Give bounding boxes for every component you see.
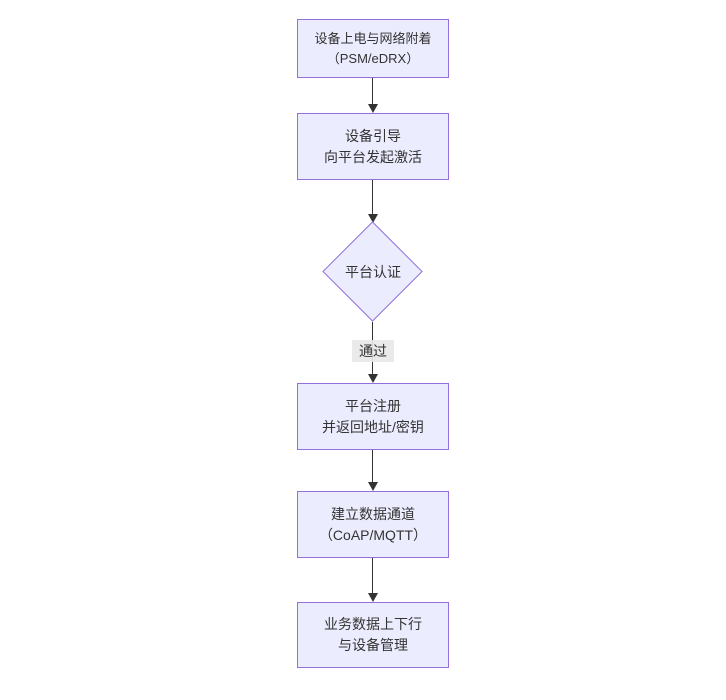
- flow-node-data-channel[interactable]: 建立数据通道 （CoAP/MQTT）: [297, 491, 449, 558]
- arrowhead-down-icon: [368, 214, 378, 223]
- arrowhead-down-icon: [368, 374, 378, 383]
- node-text-line: 设备引导: [345, 127, 401, 144]
- node-text-line: 设备上电与网络附着: [314, 30, 432, 46]
- node-text-line: 平台认证: [345, 264, 401, 280]
- flow-node-business-data[interactable]: 业务数据上下行 与设备管理: [297, 602, 449, 668]
- arrowhead-down-icon: [368, 104, 378, 113]
- node-text-line: 并返回地址/密钥: [322, 418, 424, 435]
- arrowhead-down-icon: [368, 593, 378, 602]
- edge-line: [372, 558, 373, 594]
- flow-node-bootstrap[interactable]: 设备引导 向平台发起激活: [297, 113, 449, 180]
- edge-line: [372, 78, 373, 106]
- flow-node-power-attach[interactable]: 设备上电与网络附着 （PSM/eDRX）: [297, 19, 449, 78]
- edge-line: [372, 180, 373, 215]
- arrowhead-down-icon: [368, 482, 378, 491]
- node-text-line: 业务数据上下行: [324, 616, 422, 632]
- node-text-line: 建立数据通道: [331, 505, 415, 522]
- node-text-line: 向平台发起激活: [324, 148, 422, 165]
- edge-label-pass: 通过: [352, 340, 394, 362]
- node-text-line: 与设备管理: [338, 637, 408, 653]
- node-text-line: （PSM/eDRX）: [326, 50, 420, 66]
- flow-node-platform-auth[interactable]: 平台认证: [322, 221, 424, 323]
- node-text-line: （CoAP/MQTT）: [318, 526, 428, 543]
- edge-line: [372, 450, 373, 483]
- flow-node-register[interactable]: 平台注册 并返回地址/密钥: [297, 383, 449, 450]
- node-text-line: 平台注册: [345, 397, 401, 414]
